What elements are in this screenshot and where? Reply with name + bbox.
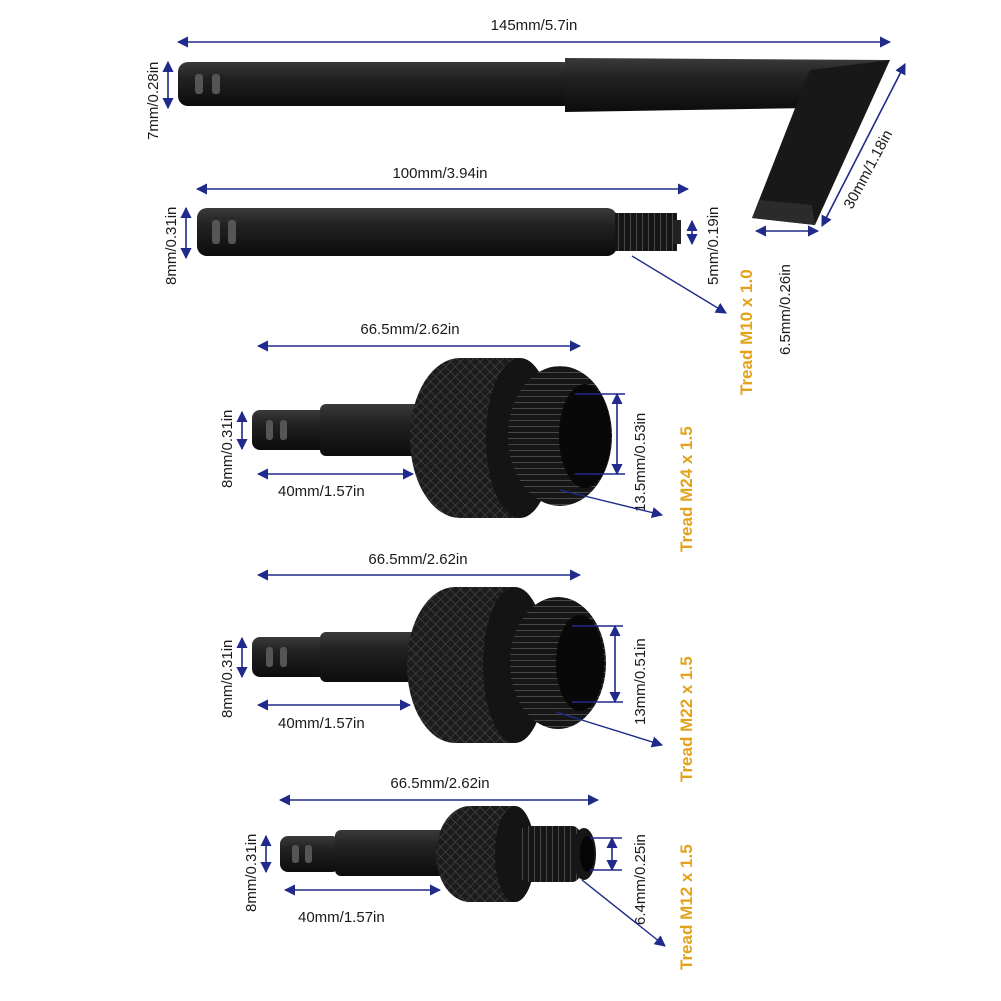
adapter-m22-length-label: 66.5mm/2.62in (368, 551, 467, 568)
adapter-m24-bore-label: 13.5mm/0.53in (632, 413, 649, 512)
bent-rod-diameter-label: 7mm/0.28in (145, 62, 162, 140)
adapter-m24-shaft-label: 40mm/1.57in (278, 483, 365, 500)
adapter-m22-diameter-label: 8mm/0.31in (219, 640, 236, 718)
threaded-rod-tip-label: 5mm/0.19in (705, 207, 722, 285)
threaded-rod-dimensions: 100mm/3.94in 8mm/0.31in 5mm/0.19in (163, 165, 727, 314)
threaded-rod-length-label: 100mm/3.94in (392, 165, 487, 182)
adapter-m12-diameter-label: 8mm/0.31in (243, 834, 260, 912)
adapter-m12-bore-label: 6.4mm/0.25in (632, 834, 649, 925)
adapter-m24-tool (252, 358, 612, 518)
bent-rod-tread-label: Tread M10 x 1.0 (737, 269, 756, 395)
adapter-m24-diameter-label: 8mm/0.31in (219, 410, 236, 488)
adapter-m22-tool (252, 587, 606, 743)
adapter-m22-bore-label: 13mm/0.51in (632, 638, 649, 725)
adapter-m12-dimensions: 66.5mm/2.62in 8mm/0.31in 40mm/1.57in 6.4… (243, 775, 696, 970)
adapter-m12-length-label: 66.5mm/2.62in (390, 775, 489, 792)
adapter-m12-tread-label: Tread M12 x 1.5 (677, 844, 696, 970)
adapter-m24-length-label: 66.5mm/2.62in (360, 321, 459, 338)
threaded-rod-tool (197, 208, 681, 256)
adapter-m22-shaft-label: 40mm/1.57in (278, 715, 365, 732)
adapter-m12-tool (280, 806, 596, 902)
bent-rod-tool (178, 58, 890, 225)
bent-rod-length-label: 145mm/5.7in (491, 17, 578, 34)
bent-rod-tip-label: 6.5mm/0.26in (777, 264, 794, 355)
adapter-m12-shaft-label: 40mm/1.57in (298, 909, 385, 926)
adapter-m22-tread-label: Tread M22 x 1.5 (677, 656, 696, 782)
threaded-rod-diameter-label: 8mm/0.31in (163, 207, 180, 285)
adapter-m24-tread-label: Tread M24 x 1.5 (677, 426, 696, 552)
adapter-m24-dimensions: 66.5mm/2.62in 8mm/0.31in 40mm/1.57in 13.… (219, 321, 696, 552)
adapter-m22-dimensions: 66.5mm/2.62in 8mm/0.31in 40mm/1.57in 13m… (219, 551, 696, 782)
